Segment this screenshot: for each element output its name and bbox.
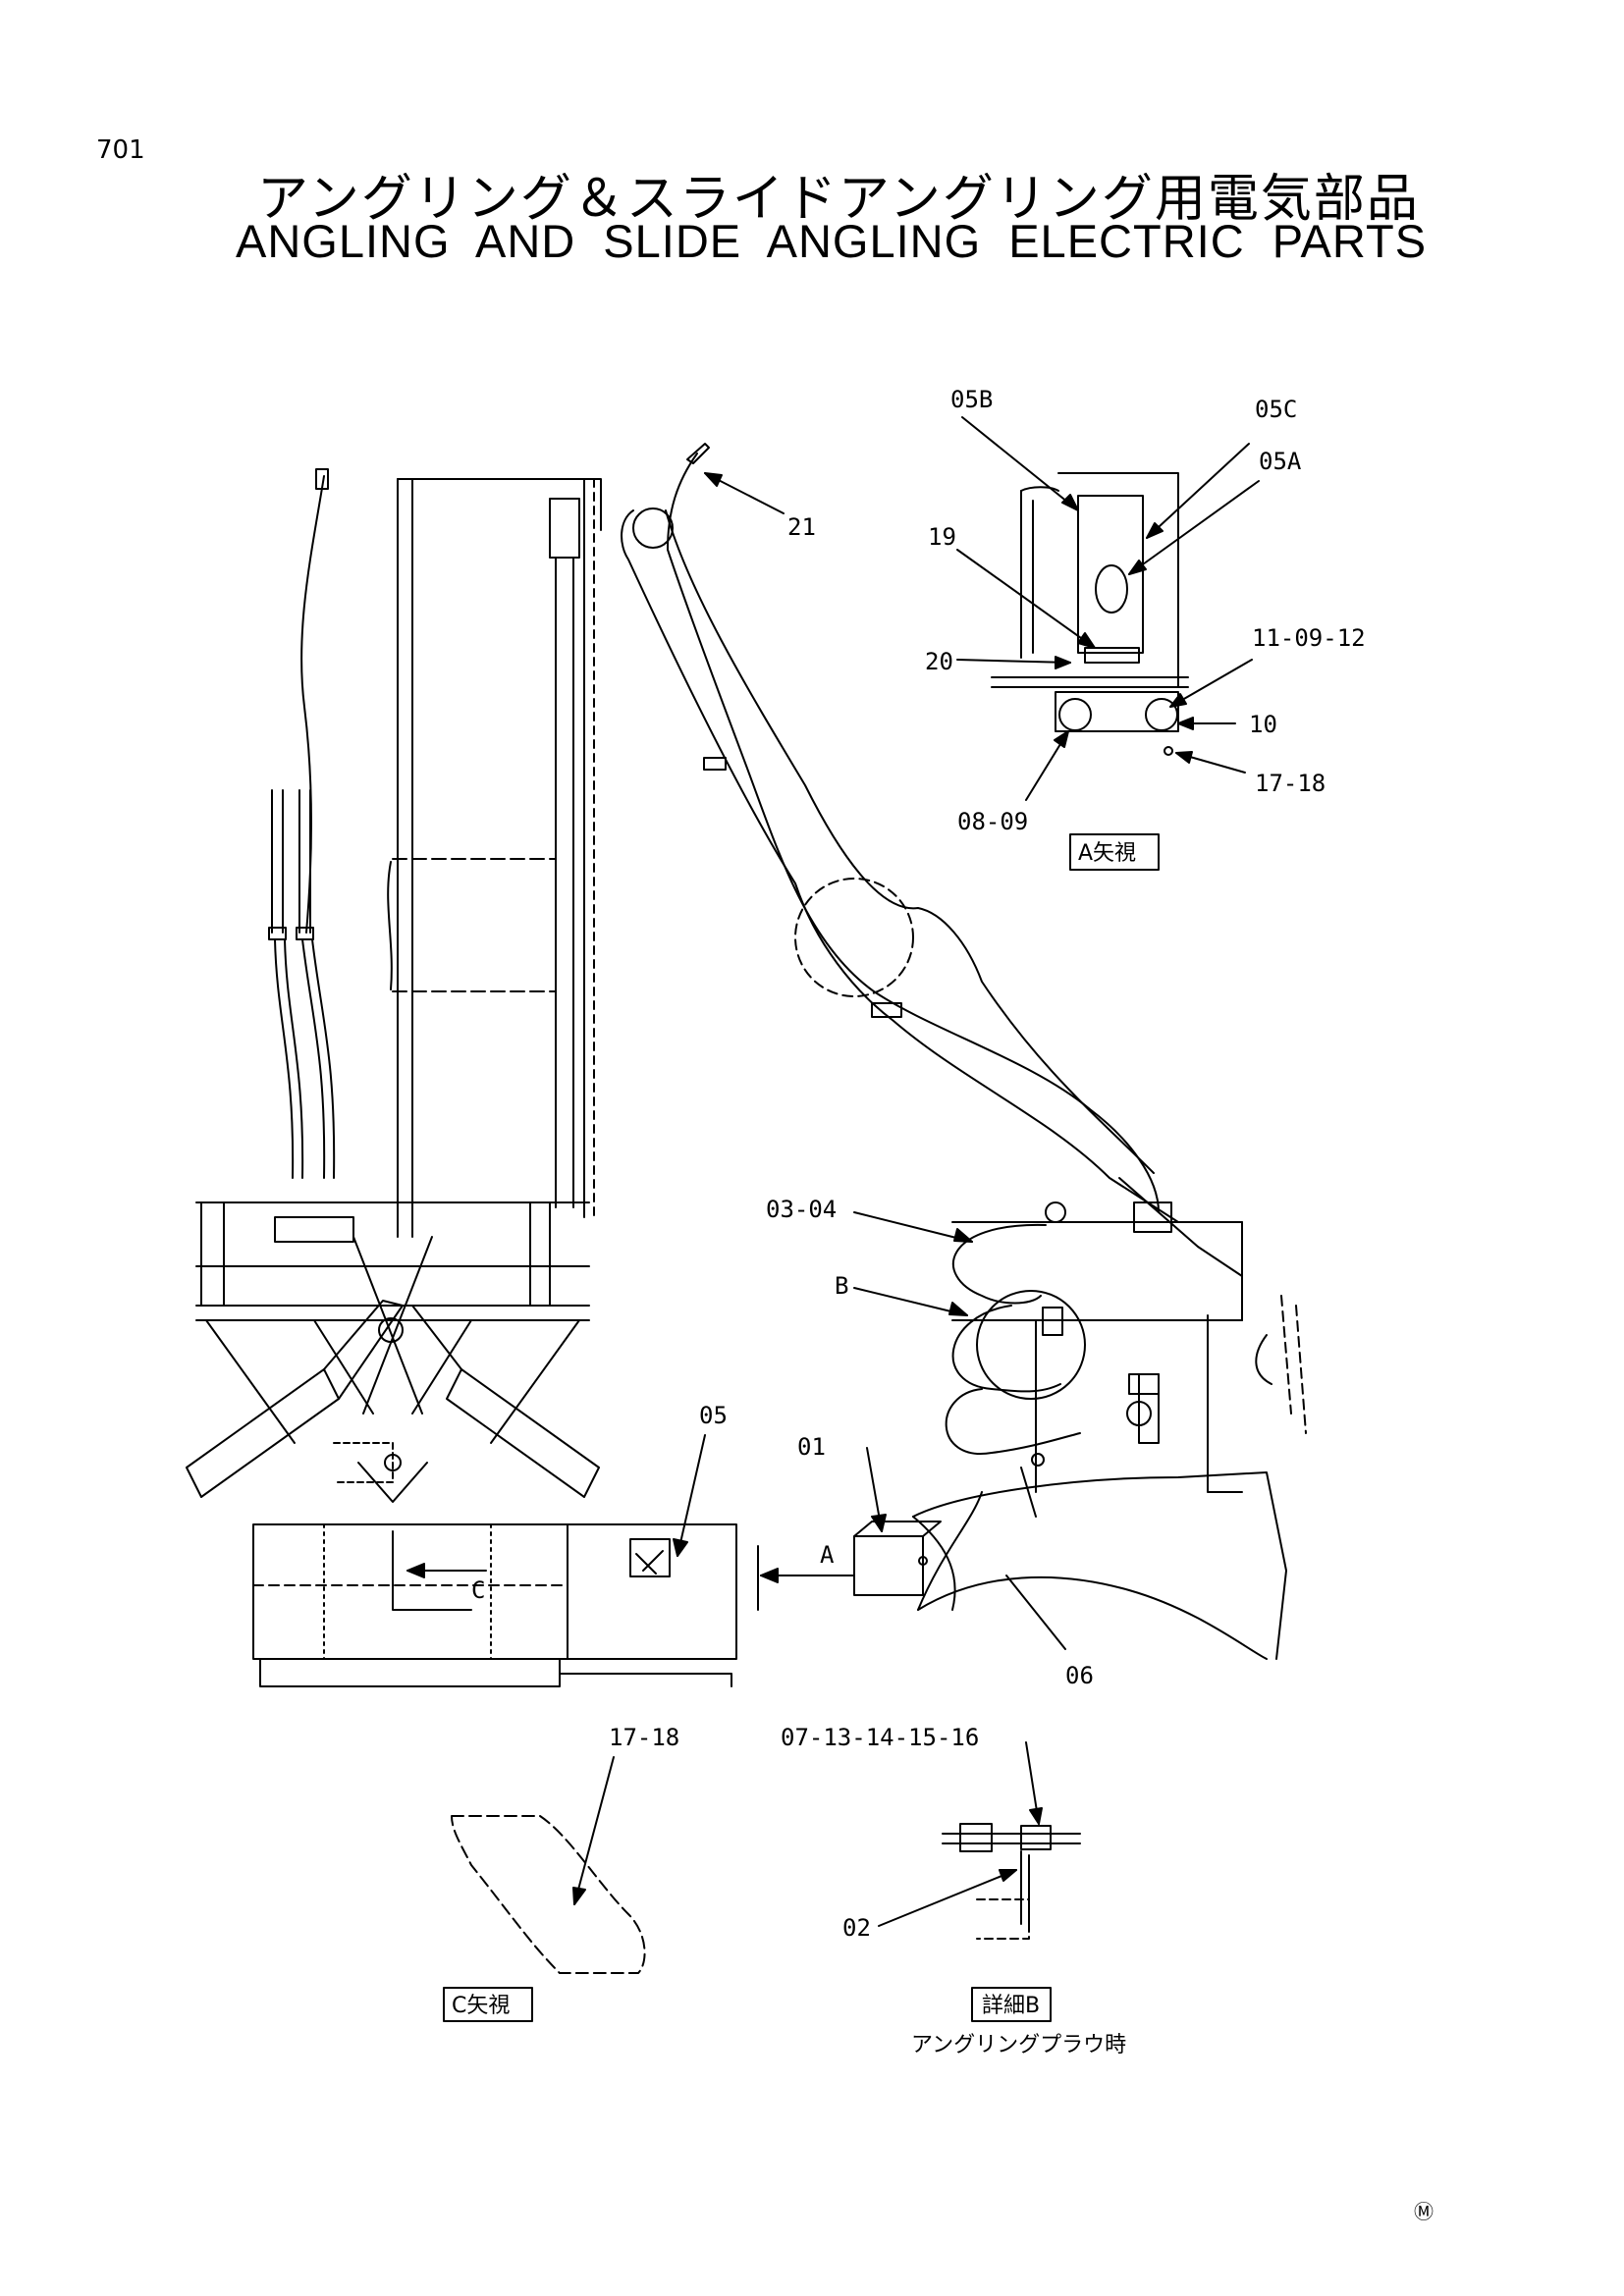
callout-19: 19: [928, 523, 956, 551]
callout-21: 21: [787, 513, 816, 541]
callout-C: C: [471, 1576, 485, 1604]
view-c-drawing: [443, 1756, 646, 2022]
detail-b-drawing: [878, 1741, 1081, 2022]
callout-B: B: [835, 1272, 848, 1300]
callout-06: 06: [1065, 1662, 1094, 1689]
callout-A: A: [820, 1541, 835, 1569]
callout-05B: 05B: [950, 386, 993, 413]
page-number: 701: [96, 135, 145, 165]
callout-17-18-view-c: 17-18: [609, 1724, 679, 1751]
callout-01: 01: [797, 1433, 826, 1461]
callout-10: 10: [1249, 711, 1277, 738]
callout-05C: 05C: [1255, 396, 1297, 423]
page-title-english: ANGLING AND SLIDE ANGLING ELECTRIC PARTS: [236, 215, 1428, 267]
detail-b-label: 詳細B: [982, 1994, 1040, 2018]
left-assembly-drawing: [186, 468, 855, 1687]
right-assembly-drawing: [621, 443, 1307, 1660]
detail-b-note: アングリングプラウ時: [911, 2033, 1126, 2057]
callout-08-09: 08-09: [957, 808, 1028, 835]
view-c-label: C矢視: [452, 1994, 510, 2018]
callout-07-13-14-15-16: 07-13-14-15-16: [781, 1724, 979, 1751]
callout-05: 05: [699, 1402, 728, 1429]
trademark-mark: Ⓜ: [1414, 2200, 1434, 2223]
callout-05A: 05A: [1259, 448, 1302, 475]
callout-17-18-view-a: 17-18: [1255, 770, 1326, 797]
page-title-japanese: アングリング＆スライドアングリング用電気部品: [257, 170, 1420, 229]
view-a-drawing: [956, 416, 1260, 871]
view-a-label: A矢視: [1078, 841, 1136, 866]
callout-11-09-12: 11-09-12: [1252, 624, 1366, 652]
callout-03-04: 03-04: [766, 1196, 837, 1223]
callout-02: 02: [842, 1914, 871, 1942]
callout-20: 20: [925, 648, 953, 675]
